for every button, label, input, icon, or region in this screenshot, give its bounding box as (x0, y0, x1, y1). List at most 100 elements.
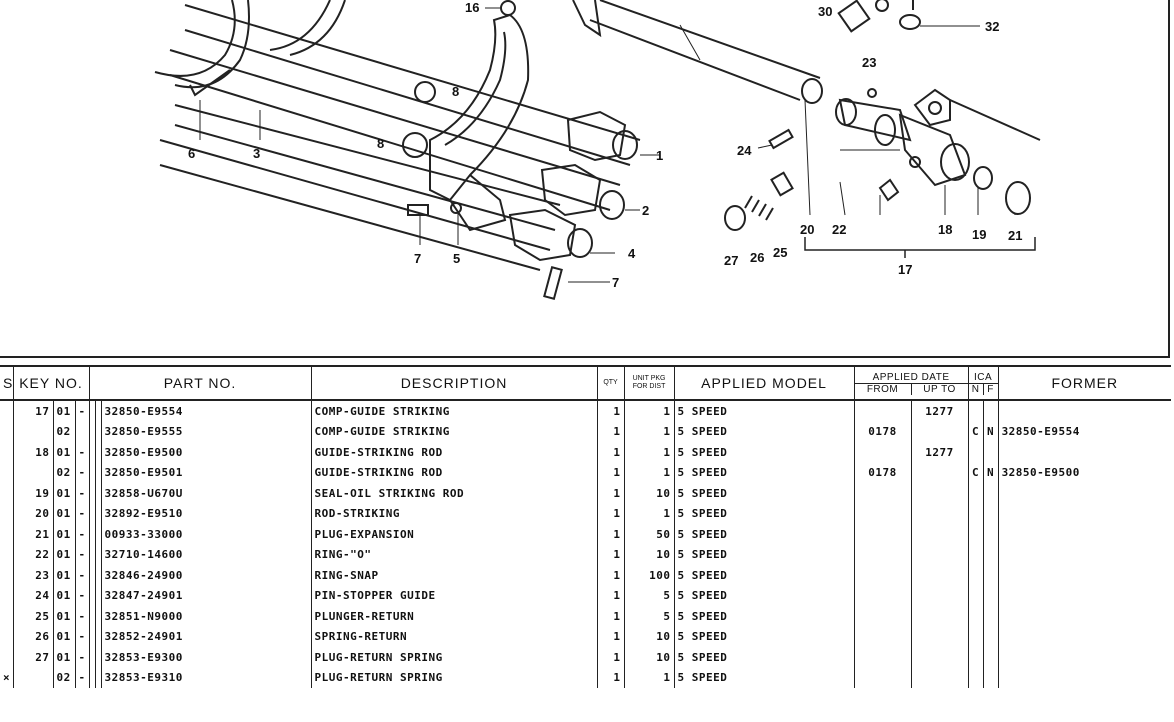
row-former (997, 585, 1172, 606)
row-applied-model: 5 SPEED (673, 483, 855, 504)
row-spacer-b (94, 524, 101, 545)
row-qty: 1 (596, 667, 625, 688)
row-spacer-a (88, 503, 95, 524)
row-description: SPRING-RETURN (310, 626, 598, 647)
callout-30: 30 (818, 4, 832, 19)
row-spacer-a (88, 442, 95, 463)
row-spacer-a (88, 585, 95, 606)
header-date-subheads: FROM UP TO (855, 383, 968, 395)
callout-32: 32 (985, 19, 999, 34)
row-spacer-b (94, 565, 101, 586)
row-applied-model: 5 SPEED (673, 626, 855, 647)
row-qty: 1 (596, 524, 625, 545)
row-from-date (853, 565, 912, 586)
row-former (997, 606, 1172, 627)
row-dash: - (74, 606, 89, 627)
callout-25: 25 (773, 245, 787, 260)
row-up-to-date (910, 647, 969, 668)
callout-3: 3 (253, 146, 260, 161)
row-description: COMP-GUIDE STRIKING (310, 400, 598, 422)
row-unit-pkg: 1 (623, 503, 675, 524)
row-spacer-a (88, 647, 95, 668)
callout-23: 23 (862, 55, 876, 70)
callout-19: 19 (972, 227, 986, 242)
row-part-no: 32850-E9554 (100, 400, 312, 422)
row-dash: - (74, 667, 89, 688)
row-ica-f (982, 667, 999, 688)
callout-20: 20 (800, 222, 814, 237)
row-from-date (853, 647, 912, 668)
row-applied-model: 5 SPEED (673, 565, 855, 586)
row-key-no: 21 (12, 524, 53, 545)
row-ica-f (982, 626, 999, 647)
row-from-date (853, 483, 912, 504)
row-key-no: 18 (12, 442, 53, 463)
row-key-no: 19 (12, 483, 53, 504)
header-up-to: UP TO (923, 383, 956, 395)
row-part-no: 32853-E9310 (100, 667, 312, 688)
row-description: ROD-STRIKING (310, 503, 598, 524)
row-s-mark: × (3, 671, 11, 685)
row-ica-f (982, 544, 999, 565)
row-applied-model: 5 SPEED (673, 442, 855, 463)
row-unit-pkg: 1 (623, 421, 675, 442)
row-applied-model: 5 SPEED (673, 606, 855, 627)
row-dash: - (74, 400, 89, 422)
row-from-date (853, 585, 912, 606)
callout-27: 27 (724, 253, 738, 268)
row-s-mark (0, 647, 13, 668)
header-n: N (969, 383, 984, 395)
row-dash: - (74, 585, 89, 606)
row-former (997, 483, 1172, 504)
row-qty: 1 (596, 421, 625, 442)
row-unit-pkg: 100 (623, 565, 675, 586)
row-ica-f (982, 524, 999, 545)
row-applied-model: 5 SPEED (673, 585, 855, 606)
row-unit-pkg: 1 (623, 667, 675, 688)
row-key-sub: 01 (52, 503, 75, 524)
row-spacer-b (94, 667, 101, 688)
row-qty: 1 (596, 565, 625, 586)
row-unit-pkg: 5 (623, 585, 675, 606)
row-applied-model: 5 SPEED (673, 462, 855, 483)
row-key-sub: 01 (52, 647, 75, 668)
row-from-date (853, 544, 912, 565)
row-spacer-b (94, 544, 101, 565)
row-key-sub: 01 (52, 483, 75, 504)
row-ica-f (982, 606, 999, 627)
row-key-no: 17 (12, 400, 53, 422)
row-up-to-date: 1277 (910, 442, 969, 463)
callout-1: 1 (656, 148, 663, 163)
row-spacer-b (94, 585, 101, 606)
header-key-no: KEY NO. (12, 365, 89, 401)
row-applied-model: 5 SPEED (673, 503, 855, 524)
row-description: RING-"O" (310, 544, 598, 565)
row-spacer-b (94, 606, 101, 627)
row-part-no: 32853-E9300 (100, 647, 312, 668)
row-dash: - (74, 462, 89, 483)
row-key-sub: 01 (52, 565, 75, 586)
row-qty: 1 (596, 462, 625, 483)
row-key-sub: 01 (52, 606, 75, 627)
row-description: PLUG-RETURN SPRING (310, 667, 598, 688)
callout-21: 21 (1008, 228, 1022, 243)
row-part-no: 32710-14600 (100, 544, 312, 565)
row-s-mark (0, 483, 13, 504)
row-description: RING-SNAP (310, 565, 598, 586)
row-dash: - (74, 544, 89, 565)
row-spacer-a (88, 626, 95, 647)
row-key-no: 25 (12, 606, 53, 627)
exploded-parts-diagram: 16 30 32 23 6 3 8 8 1 24 2 4 7 5 7 20 22… (0, 0, 1174, 357)
row-description: COMP-GUIDE STRIKING (310, 421, 598, 442)
row-spacer-a (88, 421, 95, 442)
row-ica-n: C (967, 421, 984, 442)
row-key-sub: 01 (52, 524, 75, 545)
row-key-sub: 01 (52, 442, 75, 463)
row-ica-n (967, 483, 984, 504)
